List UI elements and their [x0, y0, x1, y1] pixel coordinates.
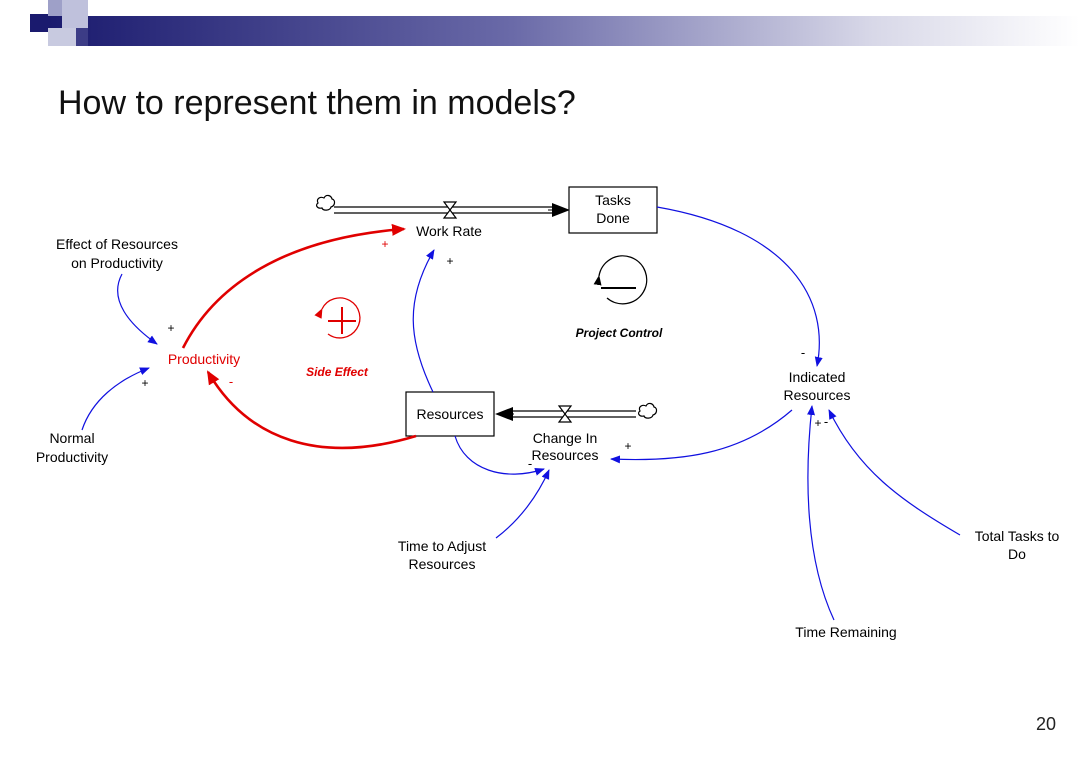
link-tasks-to-indicated	[656, 206, 823, 367]
polarity-sign: -	[824, 414, 828, 429]
header-bar	[30, 0, 1080, 46]
time-to-adjust-label-2: Resources	[409, 556, 476, 572]
polarity-sign: -	[801, 345, 805, 360]
slide-title: How to represent them in models?	[58, 84, 576, 122]
side-effect-loop-label: Side Effect	[306, 365, 369, 379]
tasks-done-label-2: Done	[596, 210, 630, 226]
polarity-sign: +	[141, 376, 148, 390]
header-square-light	[48, 28, 76, 46]
link-effect-to-productivity	[117, 273, 158, 345]
stock-tasks-done	[568, 186, 658, 234]
resources-label: Resources	[417, 406, 484, 422]
work-rate-label: Work Rate	[416, 223, 482, 239]
tasks-done-label-1: Tasks	[595, 192, 631, 208]
page-number: 20	[1035, 714, 1056, 734]
normal-productivity-label-1: Normal	[49, 430, 94, 446]
effect-of-resources-label-2: on Productivity	[71, 255, 163, 271]
polarity-sign: +	[814, 416, 821, 430]
polarity-sign: +	[381, 237, 388, 251]
change-in-resources-pipe	[495, 402, 658, 423]
balancing-loop-icon	[593, 255, 648, 305]
link-time-to-adjust-to-change	[495, 469, 550, 539]
valve-icon	[557, 405, 573, 423]
link-normal-to-productivity	[81, 367, 150, 431]
time-to-adjust-label-1: Time to Adjust	[398, 538, 486, 554]
cloud-sink-icon	[638, 402, 658, 419]
polarity-sign: -	[229, 374, 233, 389]
project-control-loop-label: Project Control	[576, 326, 663, 340]
polarity-sign: +	[167, 321, 174, 335]
time-remaining-label: Time Remaining	[795, 624, 896, 640]
link-time-remaining-to-indicated	[807, 405, 835, 621]
effect-of-resources-label-1: Effect of Resources	[56, 236, 178, 252]
indicated-resources-label-1: Indicated	[789, 369, 846, 385]
total-tasks-label-2: Do	[1008, 546, 1026, 562]
link-resources-to-work-rate	[412, 249, 435, 393]
header-gradient	[48, 16, 1080, 46]
work-rate-pipe	[316, 194, 570, 219]
polarity-sign: +	[446, 254, 453, 268]
link-productivity-to-work-rate	[181, 223, 406, 349]
header-square-dark	[30, 14, 48, 32]
header-square-light	[48, 0, 62, 16]
change-in-resources-label-1: Change In	[533, 430, 598, 446]
polarity-sign: -	[528, 456, 532, 471]
valve-icon	[442, 201, 458, 219]
normal-productivity-label-2: Productivity	[36, 449, 108, 465]
link-resources-to-productivity	[206, 370, 417, 450]
header-square-light	[62, 0, 88, 28]
change-in-resources-label-2: Resources	[532, 447, 599, 463]
cloud-source-icon	[316, 194, 336, 211]
reinforcing-loop-icon	[314, 297, 361, 339]
productivity-label: Productivity	[168, 351, 240, 367]
stock-resources	[405, 391, 495, 437]
header-square-dark	[76, 28, 88, 46]
link-resources-to-change	[454, 435, 545, 476]
link-total-tasks-to-indicated	[828, 409, 961, 536]
polarity-sign: +	[624, 439, 631, 453]
link-indicated-to-change	[610, 409, 793, 464]
total-tasks-label-1: Total Tasks to	[975, 528, 1060, 544]
indicated-resources-label-2: Resources	[784, 387, 851, 403]
